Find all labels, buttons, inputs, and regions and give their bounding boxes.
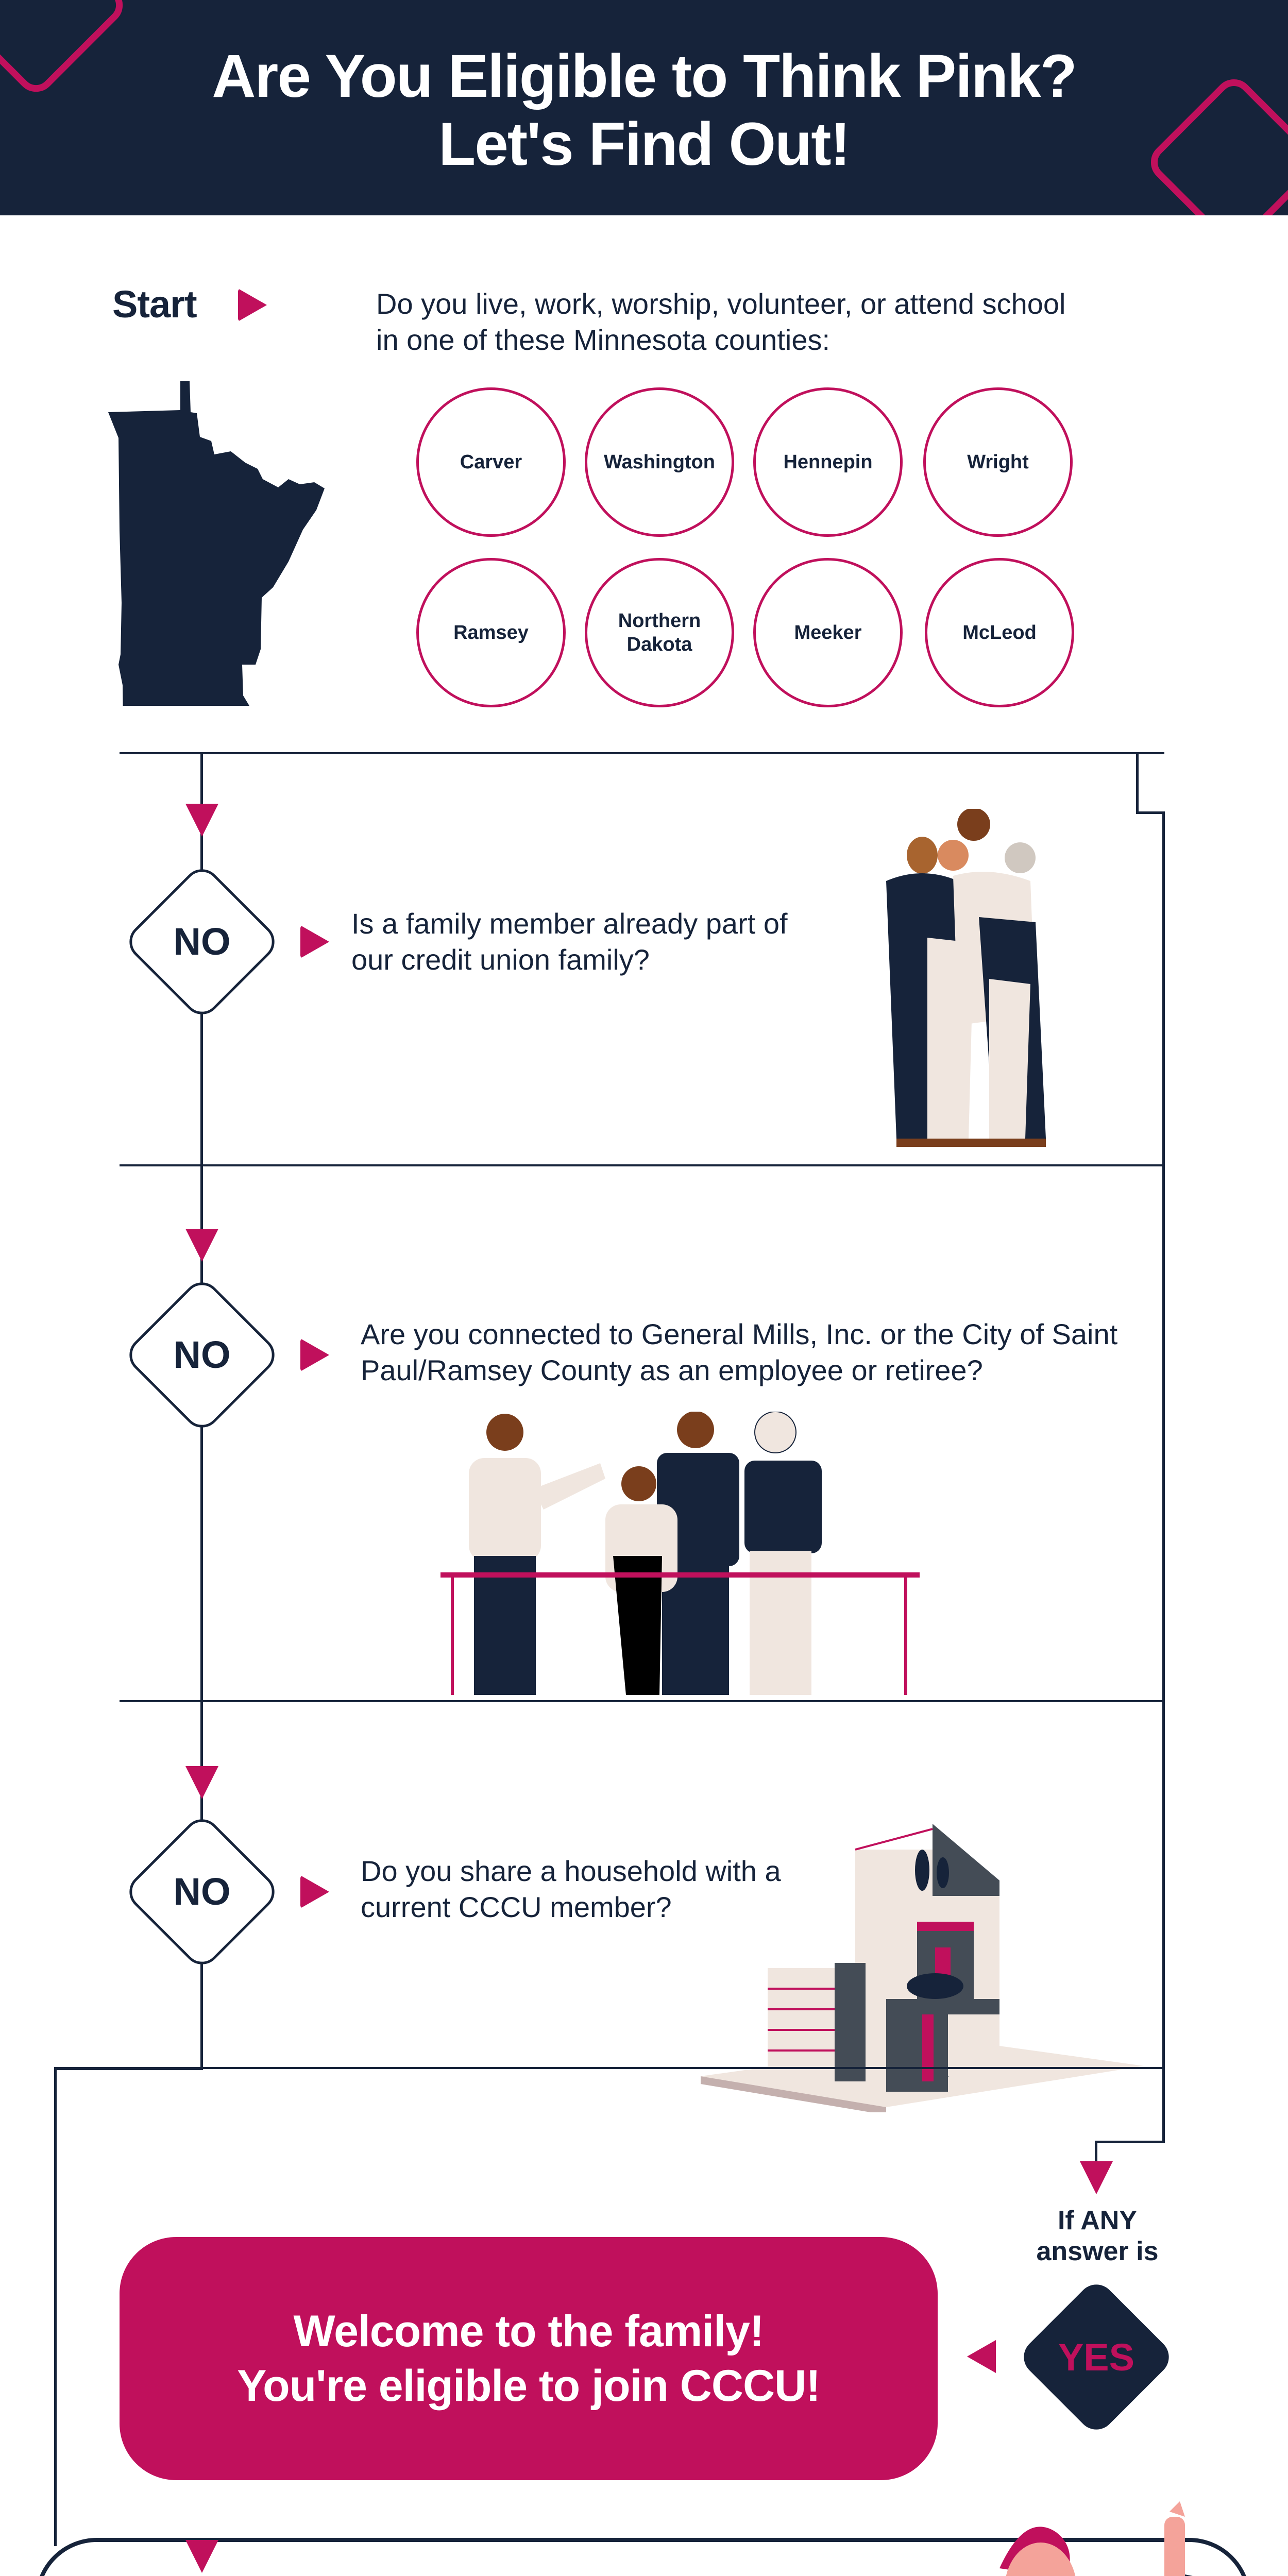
title-line-1: Are You Eligible to Think Pink? — [212, 42, 1077, 110]
county-meeker: Meeker — [753, 558, 903, 707]
down-arrow-icon — [1080, 2161, 1113, 2194]
divider-line — [120, 1164, 1164, 1166]
county-mcleod: McLeod — [925, 558, 1074, 707]
down-arrow-icon — [185, 804, 218, 837]
thumbs-up-man-illustration — [999, 2501, 1193, 2576]
step-question: Do you share a household with a current … — [361, 1855, 781, 1923]
county-wright: Wright — [923, 387, 1073, 537]
county-ramsey: Ramsey — [416, 558, 566, 707]
county-carver: Carver — [416, 387, 566, 537]
step-question: Are you connected to General Mills, Inc.… — [361, 1318, 1118, 1386]
yes-path-line — [1136, 811, 1165, 814]
down-arrow-icon — [185, 2540, 218, 2573]
county-washington: Washington — [585, 387, 734, 537]
header-banner: Are You Eligible to Think Pink? Let's Fi… — [0, 0, 1288, 215]
play-arrow-icon — [238, 289, 267, 321]
no-path-line — [54, 2067, 57, 2546]
divider-line — [120, 752, 1164, 754]
left-arrow-icon — [967, 2340, 996, 2373]
down-arrow-icon — [185, 1766, 218, 1799]
eligible-result-box: Welcome to the family! You're eligible t… — [120, 2237, 938, 2480]
play-arrow-icon — [300, 1875, 329, 1908]
house-building-illustration — [701, 1824, 1144, 2112]
divider-line — [120, 1700, 1164, 1702]
yes-path-line — [1136, 752, 1139, 814]
title-line-2: Let's Find Out! — [438, 110, 851, 178]
yes-path-line — [1162, 811, 1165, 2143]
yes-path-line — [1095, 2141, 1097, 2161]
page-title: Are You Eligible to Think Pink? Let's Fi… — [0, 42, 1288, 178]
answer-yes-label: YES — [1058, 2336, 1135, 2379]
office-meeting-illustration — [440, 1412, 920, 1695]
answer-no-label: NO — [173, 1870, 231, 1913]
down-arrow-icon — [185, 1229, 218, 1262]
no-path-line — [54, 2067, 203, 2070]
answer-no-label: NO — [173, 1333, 231, 1376]
minnesota-map-icon — [108, 381, 325, 706]
yes-path-line — [1095, 2141, 1165, 2143]
county-northern-dakota: Northern Dakota — [585, 558, 734, 707]
play-arrow-icon — [300, 1338, 329, 1371]
family-group-illustration — [886, 809, 1046, 1147]
divider-line — [202, 2067, 1164, 2069]
if-any-label: If ANY answer is — [1036, 2206, 1159, 2266]
step-question: Is a family member already part of our c… — [351, 907, 788, 976]
start-question: Do you live, work, worship, volunteer, o… — [376, 287, 1066, 356]
result-line-1: Welcome to the family! — [293, 2307, 764, 2356]
play-arrow-icon — [300, 925, 329, 958]
county-hennepin: Hennepin — [753, 387, 903, 537]
result-line-2: You're eligible to join CCCU! — [237, 2361, 821, 2411]
start-label: Start — [112, 283, 197, 326]
answer-no-label: NO — [173, 920, 231, 963]
